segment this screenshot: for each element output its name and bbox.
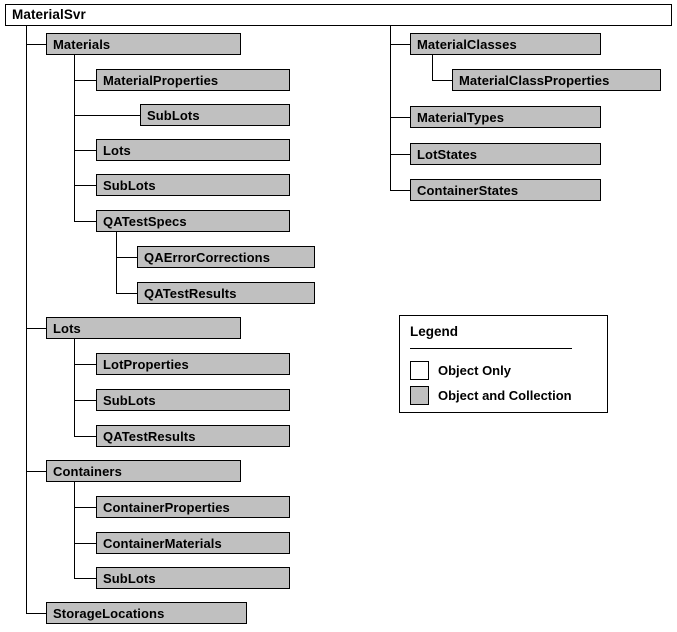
node-label: SubLots (103, 570, 156, 586)
node-storagelocations[interactable]: StorageLocations (46, 602, 247, 624)
connector-stub-lotstates (390, 154, 411, 155)
node-label: Lots (53, 320, 81, 336)
connector-trunk-qatestspecs-children (116, 232, 117, 293)
connector-trunk-materialclasses-children (432, 55, 433, 80)
node-label: MaterialClassProperties (459, 72, 610, 88)
node-label: SubLots (103, 392, 156, 408)
node-label: QAErrorCorrections (144, 249, 271, 265)
node-label: ContainerMaterials (103, 535, 222, 551)
node-label: SubLots (147, 107, 200, 123)
node-root-materialsvr[interactable]: MaterialSvr (5, 4, 672, 26)
legend-item-object-and-collection: Object and Collection (410, 386, 572, 405)
node-label: MaterialTypes (417, 109, 505, 125)
connector-trunk-containers-children (74, 482, 75, 578)
legend-item-label: Object Only (438, 363, 511, 378)
node-label: StorageLocations (53, 605, 165, 621)
connector-stub-materials-sublots2 (74, 185, 97, 186)
legend: Legend Object Only Object and Collection (399, 315, 608, 413)
connector-stub-lots-qatestresults (74, 436, 97, 437)
node-lots-sublots[interactable]: SubLots (96, 389, 290, 411)
node-materialclasses[interactable]: MaterialClasses (410, 33, 601, 55)
node-containermaterials[interactable]: ContainerMaterials (96, 532, 290, 554)
node-materials[interactable]: Materials (46, 33, 241, 55)
node-label: QATestResults (144, 285, 237, 301)
connector-stub-lots (26, 328, 47, 329)
connector-stub-qatestspecs (74, 221, 97, 222)
connector-stub-containers (26, 471, 47, 472)
connector-trunk-lots-children (74, 339, 75, 436)
node-label: SubLots (103, 177, 156, 193)
node-lotstates[interactable]: LotStates (410, 143, 601, 165)
node-label: QATestResults (103, 428, 196, 444)
node-materials-lots[interactable]: Lots (96, 139, 290, 161)
connector-stub-materialproperties (74, 80, 97, 81)
legend-item-object-only: Object Only (410, 361, 511, 380)
connector-stub-materials-lots (74, 150, 97, 151)
node-materials-sublots-2[interactable]: SubLots (96, 174, 290, 196)
legend-divider (410, 348, 572, 349)
node-lots[interactable]: Lots (46, 317, 241, 339)
connector-stub-materialclasses (390, 44, 411, 45)
node-label: ContainerProperties (103, 499, 230, 515)
node-materials-sublots[interactable]: SubLots (140, 104, 290, 126)
connector-stub-materialtypes (390, 117, 411, 118)
connector-stub-materials-sublots (74, 115, 141, 116)
node-label: MaterialClasses (417, 36, 517, 52)
node-materialclassproperties[interactable]: MaterialClassProperties (452, 69, 661, 91)
node-label: LotProperties (103, 356, 189, 372)
node-label: MaterialSvr (12, 7, 86, 23)
node-label: Lots (103, 142, 131, 158)
node-containers-sublots[interactable]: SubLots (96, 567, 290, 589)
node-lots-qatestresults[interactable]: QATestResults (96, 425, 290, 447)
connector-stub-containerstates (390, 190, 411, 191)
node-materialtypes[interactable]: MaterialTypes (410, 106, 601, 128)
node-containers[interactable]: Containers (46, 460, 241, 482)
connector-stub-containers-sublots (74, 578, 97, 579)
connector-stub-qatestresults (116, 293, 138, 294)
connector-stub-materials (26, 44, 47, 45)
node-label: QATestSpecs (103, 213, 187, 229)
legend-title: Legend (410, 324, 459, 339)
connector-stub-qaerrorcorrections (116, 257, 138, 258)
connector-stub-containermaterials (74, 543, 97, 544)
legend-item-label: Object and Collection (438, 388, 572, 403)
node-label: ContainerStates (417, 182, 519, 198)
connector-stub-materialclassproperties (432, 80, 453, 81)
node-lotproperties[interactable]: LotProperties (96, 353, 290, 375)
node-label: Materials (53, 36, 111, 52)
node-qatestspecs[interactable]: QATestSpecs (96, 210, 290, 232)
node-qaerrorcorrections[interactable]: QAErrorCorrections (137, 246, 315, 268)
connector-stub-lots-sublots (74, 400, 97, 401)
node-containerstates[interactable]: ContainerStates (410, 179, 601, 201)
connector-stub-lotproperties (74, 364, 97, 365)
connector-stub-containerproperties (74, 507, 97, 508)
connector-trunk-right (390, 26, 391, 191)
node-label: MaterialProperties (103, 72, 219, 88)
node-label: LotStates (417, 146, 478, 162)
node-containerproperties[interactable]: ContainerProperties (96, 496, 290, 518)
connector-trunk-left (26, 26, 27, 614)
connector-trunk-materials-children (74, 55, 75, 221)
node-materialproperties[interactable]: MaterialProperties (96, 69, 290, 91)
legend-swatch-object-and-collection-icon (410, 386, 429, 405)
node-label: Containers (53, 463, 122, 479)
legend-swatch-object-only-icon (410, 361, 429, 380)
connector-stub-storagelocations (26, 613, 47, 614)
node-qatestresults[interactable]: QATestResults (137, 282, 315, 304)
